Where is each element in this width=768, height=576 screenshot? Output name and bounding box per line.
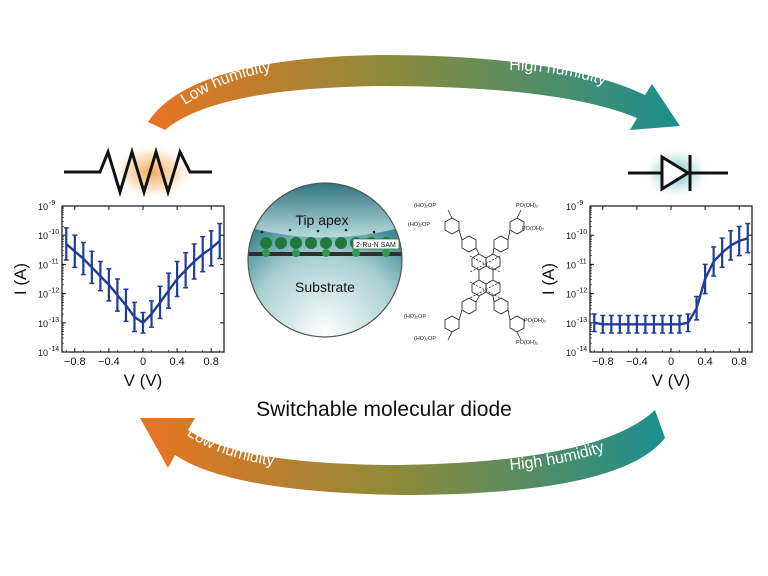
x-tick-label: 0.8	[732, 356, 747, 368]
junction-schematic: 2-Ru-N SAM Tip apex Substrate	[247, 182, 403, 338]
sam-label-box	[352, 238, 400, 250]
x-tick-labels: −0.8 −0.4 0 0.4 0.8	[592, 206, 749, 368]
svg-text:(HO)₂OP: (HO)₂OP	[404, 314, 426, 320]
x-tick-label: −0.4	[98, 356, 120, 368]
y-tick-exponent: -13	[49, 317, 59, 324]
y-tick-exponent: -11	[49, 258, 59, 265]
y-tick-label: 10	[38, 231, 48, 241]
x-tick-labels: −0.8 −0.4 0 0.4 0.8	[64, 206, 221, 368]
bottom-arrow: Low humidity High humidity	[140, 410, 665, 495]
y-tick-label: 10	[566, 290, 576, 300]
y-tick-label: 10	[38, 260, 48, 270]
y-tick-label: 10	[566, 231, 576, 241]
svg-text:PO(OH)₂: PO(OH)₂	[522, 226, 544, 232]
y-tick-label: 10	[566, 202, 576, 212]
y-tick-label: 10	[566, 319, 576, 329]
svg-text:PO(OH)₂: PO(OH)₂	[516, 203, 538, 209]
sam-label: 2-Ru-N SAM	[356, 242, 396, 249]
x-tick-label: −0.8	[592, 356, 614, 368]
y-tick-exponent: -11	[577, 258, 587, 265]
molecule-labels: (HO)₂OP PO(OH)₂ PO(OH)₂ (HO)₂OP (HO)₂OP …	[404, 203, 546, 346]
x-axis-label: V (V)	[124, 371, 163, 390]
y-tick-label: 10	[38, 319, 48, 329]
y-tick-label: 10	[38, 202, 48, 212]
y-tick-exponent: -14	[49, 346, 59, 353]
y-tick-exponent: -10	[577, 229, 587, 236]
x-tick-label: 0	[668, 356, 674, 368]
resistor-icon	[64, 144, 212, 200]
svg-text:(HO)₂OP: (HO)₂OP	[408, 222, 430, 228]
x-tick-label: 0.4	[169, 356, 184, 368]
x-axis-label: V (V)	[652, 371, 691, 390]
x-tick-label: −0.8	[64, 356, 86, 368]
diode-icon	[628, 147, 728, 199]
x-tick-label: 0.4	[697, 356, 712, 368]
y-tick-label: 10	[38, 290, 48, 300]
top-arrow: Low humidity High humidity	[148, 55, 680, 130]
bottom-arrow-body	[140, 410, 665, 495]
y-tick-exponent: -12	[49, 288, 59, 295]
y-tick-exponent: -10	[49, 229, 59, 236]
x-tick-label: 0	[140, 356, 146, 368]
y-tick-exponent: -9	[577, 200, 583, 207]
data-series	[63, 222, 223, 334]
x-tick-label: −0.4	[626, 356, 648, 368]
series-line	[594, 236, 749, 326]
y-axis-label: I (A)	[11, 263, 30, 295]
svg-text:(HO)₂OP: (HO)₂OP	[414, 336, 436, 342]
data-series	[591, 222, 751, 334]
y-tick-exponent: -13	[577, 317, 587, 324]
y-tick-label: 10	[566, 348, 576, 358]
schematic-outline	[247, 182, 403, 338]
y-tick-label: 10	[566, 260, 576, 270]
y-axis-label: I (A)	[539, 263, 558, 295]
tip-apex-region	[248, 183, 402, 238]
svg-text:(HO)₂OP: (HO)₂OP	[414, 203, 436, 209]
y-tick-exponent: -14	[577, 346, 587, 353]
y-tick-exponent: -9	[49, 200, 55, 207]
molecule-structure	[444, 209, 525, 341]
y-tick-label: 10	[38, 348, 48, 358]
figure-caption: Switchable molecular diode	[256, 398, 512, 421]
svg-text:PO(OH)₂: PO(OH)₂	[516, 340, 538, 346]
svg-text:PO(OH)₂: PO(OH)₂	[524, 318, 546, 324]
substrate-label: Substrate	[295, 279, 355, 295]
tip-apex-label: Tip apex	[295, 212, 348, 228]
y-tick-exponent: -12	[577, 288, 587, 295]
series-line	[65, 240, 221, 324]
top-arrow-body	[148, 55, 680, 130]
x-tick-label: 0.8	[204, 356, 219, 368]
